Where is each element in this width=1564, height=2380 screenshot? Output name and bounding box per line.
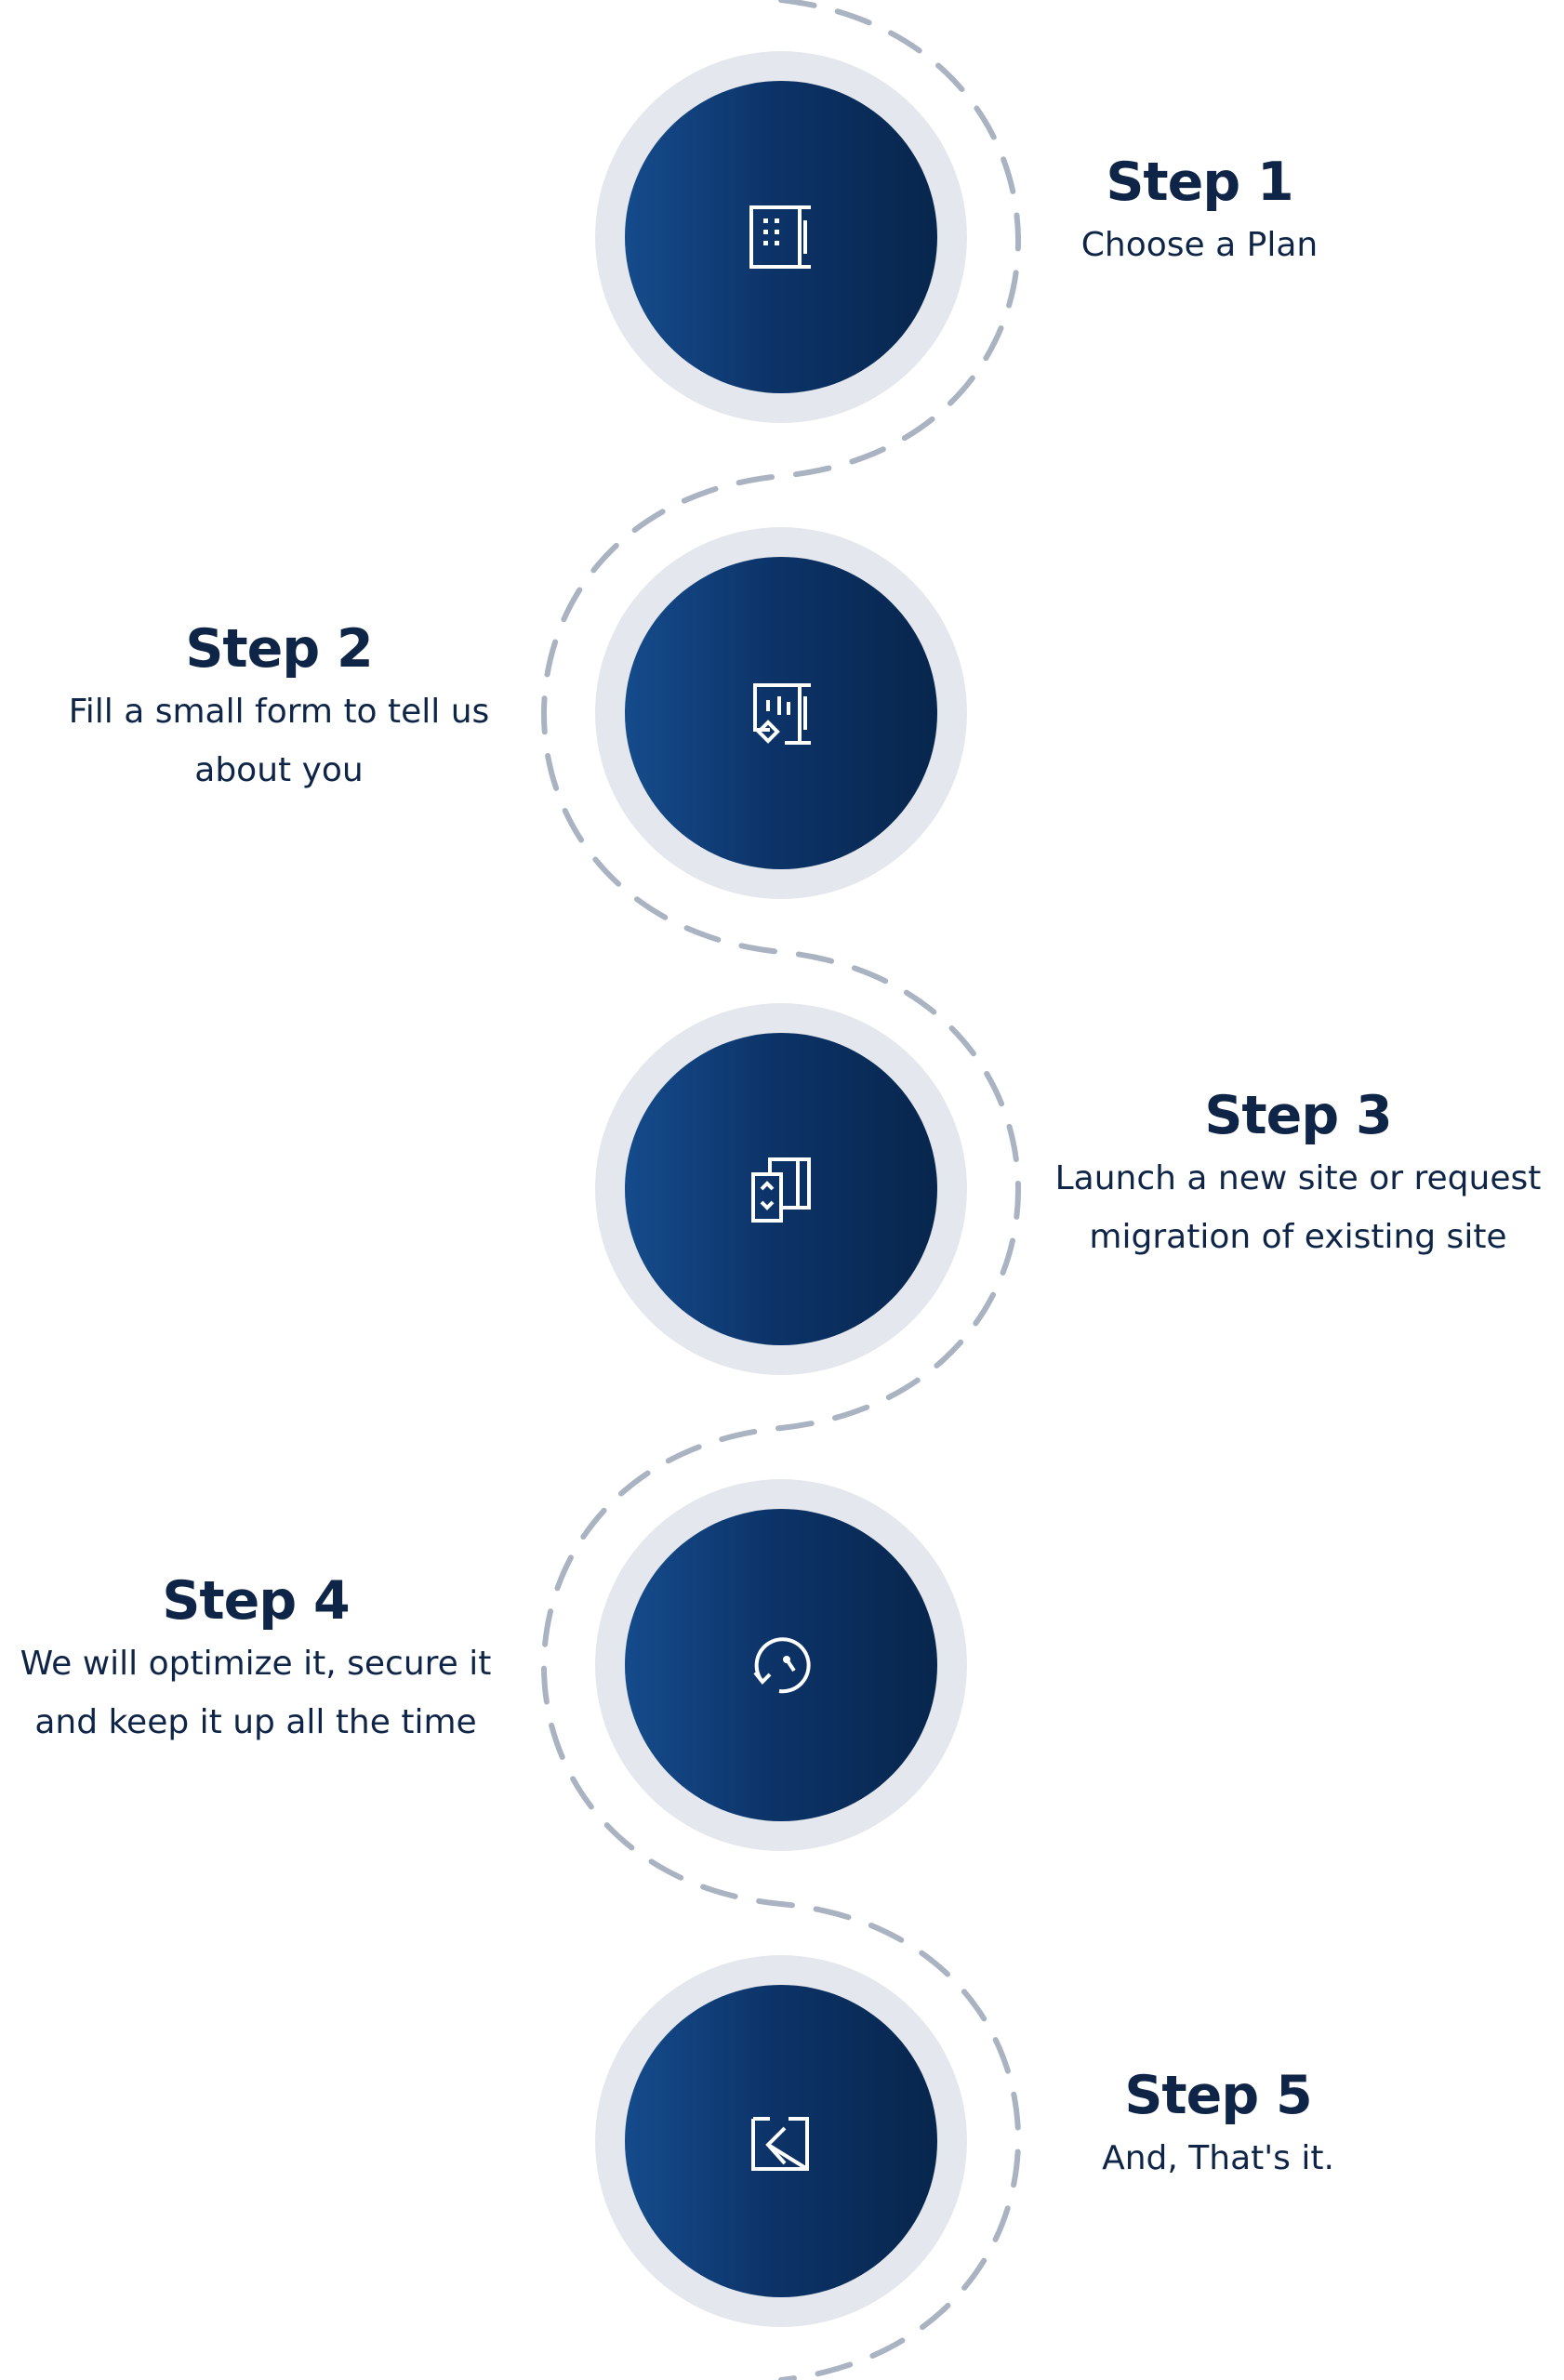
step-2: Step 2 Fill a small form to tell us abou…	[0, 527, 1564, 899]
step-5-disc	[625, 1985, 937, 2297]
step-1-desc: Choose a Plan	[1032, 216, 1367, 274]
step-1-disc	[625, 81, 937, 393]
step-4: Step 4 We will optimize it, secure it an…	[0, 1479, 1564, 1851]
step-4-label: Step 4 We will optimize it, secure it an…	[0, 1572, 511, 1752]
step-3-ring	[595, 1003, 967, 1375]
step-1-label: Step 1 Choose a Plan	[1032, 153, 1367, 274]
building-icon	[749, 205, 811, 269]
migration-icon	[751, 1157, 811, 1223]
step-2-desc-line-2: about you	[194, 750, 364, 789]
step-5-title: Step 5	[1124, 2065, 1312, 2126]
step-1-title: Step 1	[1106, 152, 1293, 213]
step-1-ring	[595, 51, 967, 423]
step-3-desc-line-1: Launch a new site or request	[1054, 1158, 1542, 1197]
step-5-desc-line-1: And, That's it.	[1102, 2138, 1334, 2177]
speedometer-icon	[753, 1637, 811, 1694]
step-4-title: Step 4	[162, 1570, 350, 1632]
step-5: Step 5 And, That's it.	[0, 1955, 1564, 2327]
step-3-label: Step 3 Launch a new site or request migr…	[1032, 1087, 1564, 1266]
step-2-label: Step 2 Fill a small form to tell us abou…	[37, 620, 521, 800]
step-3-desc: Launch a new site or request migration o…	[1032, 1149, 1564, 1266]
step-4-desc-line-2: and keep it up all the time	[34, 1702, 477, 1741]
step-2-title: Step 2	[185, 618, 373, 680]
step-3-title: Step 3	[1204, 1085, 1392, 1146]
step-3: Step 3 Launch a new site or request migr…	[0, 1003, 1564, 1375]
step-1-desc-line-1: Choose a Plan	[1080, 225, 1319, 264]
step-3-desc-line-2: migration of existing site	[1089, 1217, 1507, 1256]
step-5-ring	[595, 1955, 967, 2327]
step-3-disc	[625, 1033, 937, 1345]
step-4-desc: We will optimize it, secure it and keep …	[0, 1634, 511, 1752]
arrow-box-icon	[751, 2117, 809, 2171]
step-4-disc	[625, 1509, 937, 1821]
step-2-desc: Fill a small form to tell us about you	[37, 682, 521, 800]
form-icon	[753, 683, 811, 745]
step-5-desc: And, That's it.	[1032, 2129, 1404, 2188]
step-4-ring	[595, 1479, 967, 1851]
step-2-disc	[625, 557, 937, 869]
step-2-desc-line-1: Fill a small form to tell us	[68, 692, 490, 731]
step-5-label: Step 5 And, That's it.	[1032, 2067, 1404, 2188]
step-1: Step 1 Choose a Plan	[0, 51, 1564, 423]
step-2-ring	[595, 527, 967, 899]
step-4-desc-line-1: We will optimize it, secure it	[20, 1644, 492, 1683]
